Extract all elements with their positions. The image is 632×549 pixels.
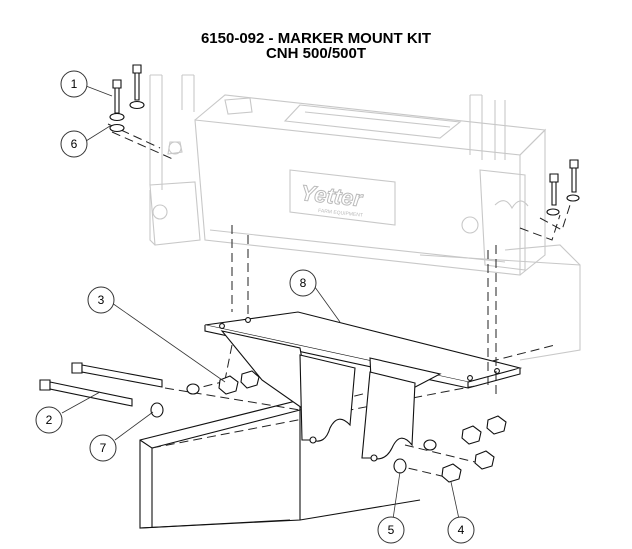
bolt-upper-right	[549, 159, 579, 206]
svg-text:8: 8	[300, 276, 307, 290]
svg-text:7: 7	[100, 441, 107, 455]
diagram-title: 6150-092 - MARKER MOUNT KIT	[200, 30, 432, 47]
long-bolt-lower	[39, 379, 133, 407]
svg-text:3: 3	[98, 293, 105, 307]
svg-text:5: 5	[388, 523, 395, 537]
svg-text:2: 2	[46, 413, 53, 427]
assembly-lines	[107, 123, 571, 479]
svg-text:4: 4	[458, 523, 465, 537]
bolt-upper-left-2	[132, 64, 142, 101]
logo-tagline-text: FARM EQUIPMENT	[318, 208, 363, 219]
logo-brand-text: Yetter	[299, 180, 364, 211]
callout-2: 2	[35, 406, 63, 434]
diagram-subtitle: CNH 500/500T	[265, 45, 367, 62]
long-bolt-upper	[71, 362, 163, 388]
callout-6: 6	[60, 130, 88, 158]
yetter-logo-plate: Yetter FARM EQUIPMENT	[289, 169, 396, 226]
ghosted-toolbar-assembly	[149, 74, 581, 361]
callout-5: 5	[377, 516, 405, 544]
callout-leaders	[61, 85, 460, 520]
mount-plate	[204, 311, 523, 462]
callout-1: 1	[60, 70, 88, 98]
bolt-upper-left	[112, 79, 122, 114]
callout-3: 3	[87, 286, 115, 314]
svg-text:1: 1	[71, 77, 78, 91]
callout-4: 4	[447, 516, 475, 544]
washers-and-nuts	[109, 100, 580, 483]
svg-text:6: 6	[71, 137, 78, 151]
callout-7: 7	[89, 434, 117, 462]
callout-8: 8	[289, 269, 317, 297]
